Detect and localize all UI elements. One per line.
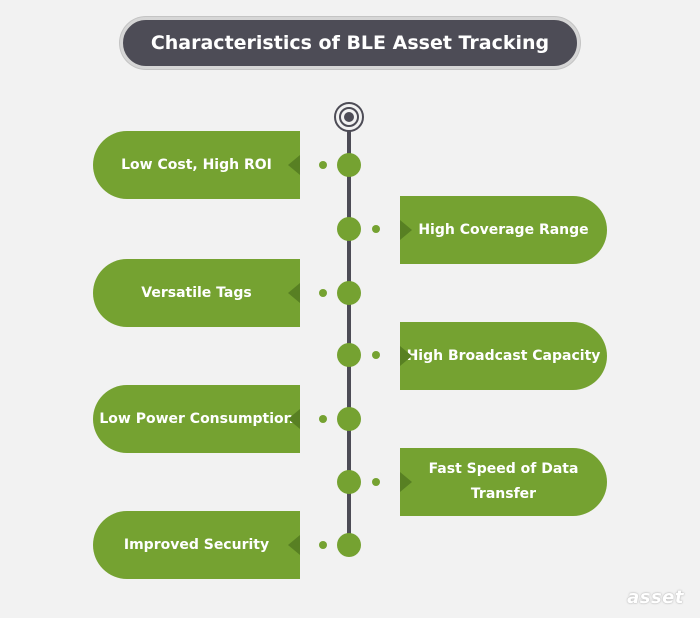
item-low-cost: Low Cost, High ROI xyxy=(93,131,300,199)
node-2 xyxy=(337,217,380,241)
node-4 xyxy=(337,343,380,367)
diagram-title: Characteristics of BLE Asset Tracking xyxy=(120,17,580,69)
item-versatile-tags: Versatile Tags xyxy=(93,259,300,327)
asset-logo: asset xyxy=(627,587,684,608)
node-5 xyxy=(319,407,361,431)
item-label: Low Power Consumption xyxy=(99,410,294,427)
item-label: High Coverage Range xyxy=(418,221,589,238)
item-label: Low Cost, High ROI xyxy=(121,156,272,173)
item-fast-speed-data-transfer: Fast Speed of Data Transfer xyxy=(400,448,607,516)
item-improved-security: Improved Security xyxy=(93,511,300,579)
item-high-broadcast-capacity: High Broadcast Capacity xyxy=(400,322,607,390)
timeline-start-icon xyxy=(334,102,364,132)
item-low-power-consumption: Low Power Consumption xyxy=(93,385,300,453)
node-6 xyxy=(337,470,380,494)
item-label: Versatile Tags xyxy=(141,284,252,301)
item-label: Improved Security xyxy=(123,536,270,553)
item-label: Fast Speed of Data Transfer xyxy=(428,461,579,502)
node-7 xyxy=(319,533,361,557)
node-1 xyxy=(319,153,361,177)
item-label: High Broadcast Capacity xyxy=(406,347,601,364)
item-high-coverage-range: High Coverage Range xyxy=(400,196,607,264)
node-3 xyxy=(319,281,361,305)
